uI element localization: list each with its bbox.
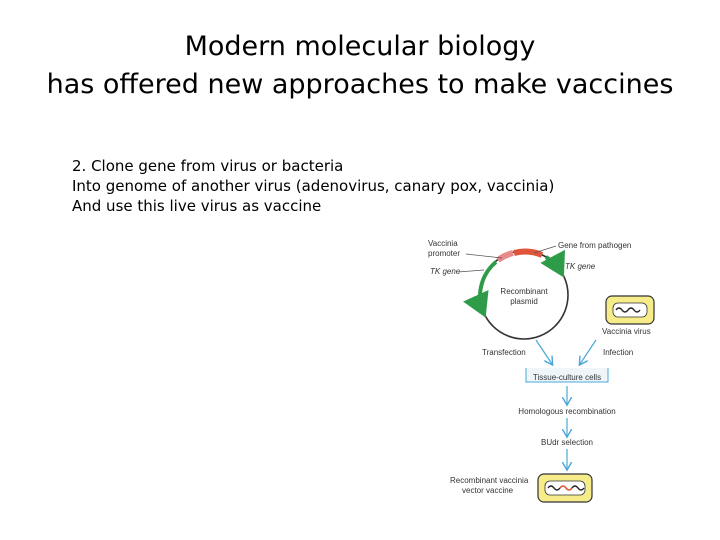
- vaccinia-virus-label: Vaccinia virus: [602, 327, 651, 336]
- plasmid-label-1: Recombinant: [500, 287, 548, 296]
- gene-from-pathogen-label: Gene from pathogen: [558, 241, 631, 250]
- tk-gene-right-label: TK gene: [565, 262, 596, 271]
- slide-body: 2. Clone gene from virus or bacteria Int…: [72, 156, 672, 216]
- tissue-culture-label: Tissue-culture cells: [533, 373, 601, 382]
- body-line-3: And use this live virus as vaccine: [72, 196, 672, 216]
- body-line-2: Into genome of another virus (adenovirus…: [72, 176, 672, 196]
- tk-gene-arc-right: [546, 257, 562, 274]
- budr-selection-label: BUdr selection: [541, 438, 593, 447]
- vaccinia-promoter-label-2: promoter: [428, 249, 460, 258]
- tissue-culture-cells: Tissue-culture cells: [526, 368, 608, 382]
- transfection-label: Transfection: [482, 348, 526, 357]
- homologous-recombination-label: Homologous recombination: [518, 407, 615, 416]
- recombinant-virus: [538, 474, 592, 502]
- recombinant-vaccinia-label-1: Recombinant vaccinia: [450, 476, 529, 485]
- recombinant-plasmid: Recombinant plasmid: [480, 251, 568, 339]
- body-line-1: 2. Clone gene from virus or bacteria: [72, 156, 672, 176]
- infection-label: Infection: [603, 348, 633, 357]
- vaccine-diagram: Recombinant plasmid Vaccinia promoter TK…: [410, 232, 670, 507]
- vaccinia-virus: [606, 296, 654, 324]
- vaccinia-promoter-label-1: Vaccinia: [428, 239, 458, 248]
- title-line-1: Modern molecular biology: [0, 28, 720, 66]
- tk-gene-left-label: TK gene: [430, 267, 461, 276]
- title-line-2: has offered new approaches to make vacci…: [0, 66, 720, 104]
- recombinant-vaccinia-label-2: vector vaccine: [462, 486, 514, 495]
- promoter-segment: [498, 253, 513, 260]
- plasmid-label-2: plasmid: [510, 297, 538, 306]
- slide-title: Modern molecular biology has offered new…: [0, 28, 720, 104]
